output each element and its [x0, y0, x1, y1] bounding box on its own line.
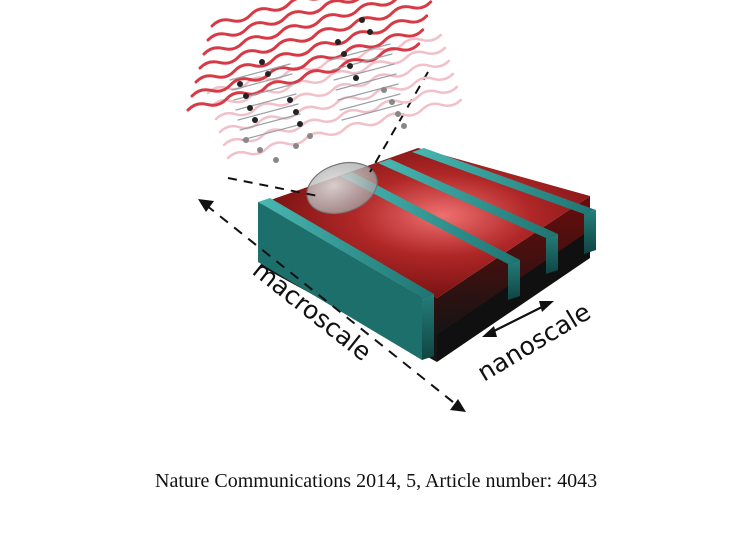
stripe-4	[412, 148, 596, 254]
molecular-lattice	[229, 43, 403, 141]
stripe-2	[340, 172, 520, 300]
macroscale-arrow	[198, 199, 466, 412]
arrow-head-right	[539, 301, 554, 312]
arrow-head-up-left	[198, 199, 214, 212]
arrow-head-left	[482, 326, 497, 337]
arrow-head-down-right	[450, 399, 466, 412]
nanoscale-arrow	[482, 301, 554, 337]
molecular-beads	[237, 17, 407, 163]
stripe-3	[378, 159, 558, 274]
zoom-guides	[227, 71, 429, 197]
stripe-1	[258, 198, 434, 360]
stripe-group	[258, 148, 596, 360]
molecular-inset	[186, 0, 463, 163]
citation-caption: Nature Communications 2014, 5, Article n…	[155, 470, 598, 492]
magnifier-lens	[306, 162, 378, 214]
